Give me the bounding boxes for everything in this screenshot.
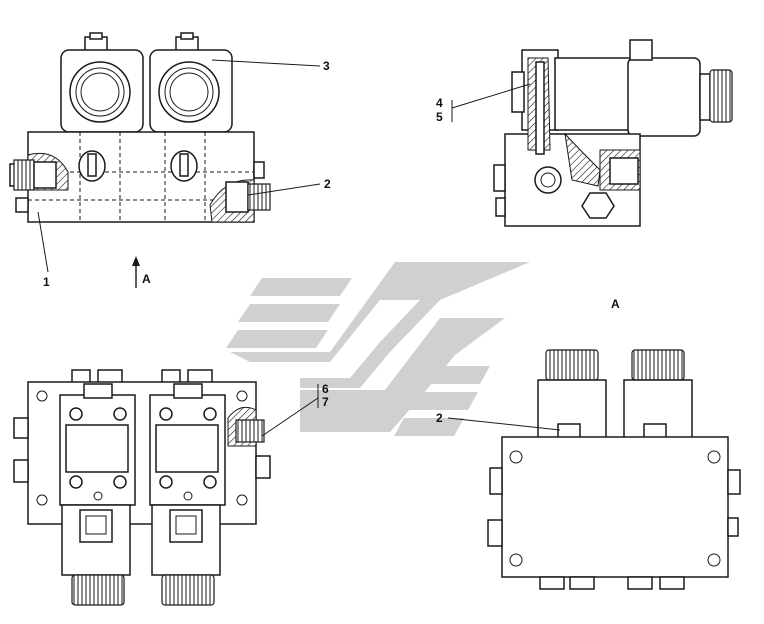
watermark-logo	[226, 262, 530, 436]
svg-text:1: 1	[43, 275, 50, 289]
top-view	[13, 369, 271, 606]
side-view	[493, 39, 733, 227]
port-fitting-left	[9, 152, 69, 191]
valve-body-view-a	[501, 436, 729, 578]
callout-4-5: 4 5	[436, 83, 531, 124]
port-fitting-right	[209, 161, 271, 223]
svg-text:7: 7	[322, 395, 329, 409]
svg-text:3: 3	[323, 59, 330, 73]
svg-text:4: 4	[436, 96, 443, 110]
svg-text:2: 2	[436, 411, 443, 425]
svg-text:6: 6	[322, 382, 329, 396]
svg-text:5: 5	[436, 110, 443, 124]
svg-text:2: 2	[324, 177, 331, 191]
svg-text:A: A	[142, 272, 151, 286]
callout-6-7: 6 7	[261, 382, 329, 437]
callout-2-top: 2	[247, 177, 331, 196]
callout-3: 3	[211, 59, 330, 73]
view-arrow-a: A	[132, 256, 151, 288]
solenoid-coil-right	[149, 32, 233, 133]
callout-1: 1	[37, 211, 50, 289]
view-a	[487, 349, 741, 590]
front-view	[9, 32, 271, 223]
solenoid-coil-left	[60, 32, 144, 133]
callout-2-bottom: 2	[436, 411, 561, 431]
view-title-a: A	[611, 297, 620, 311]
